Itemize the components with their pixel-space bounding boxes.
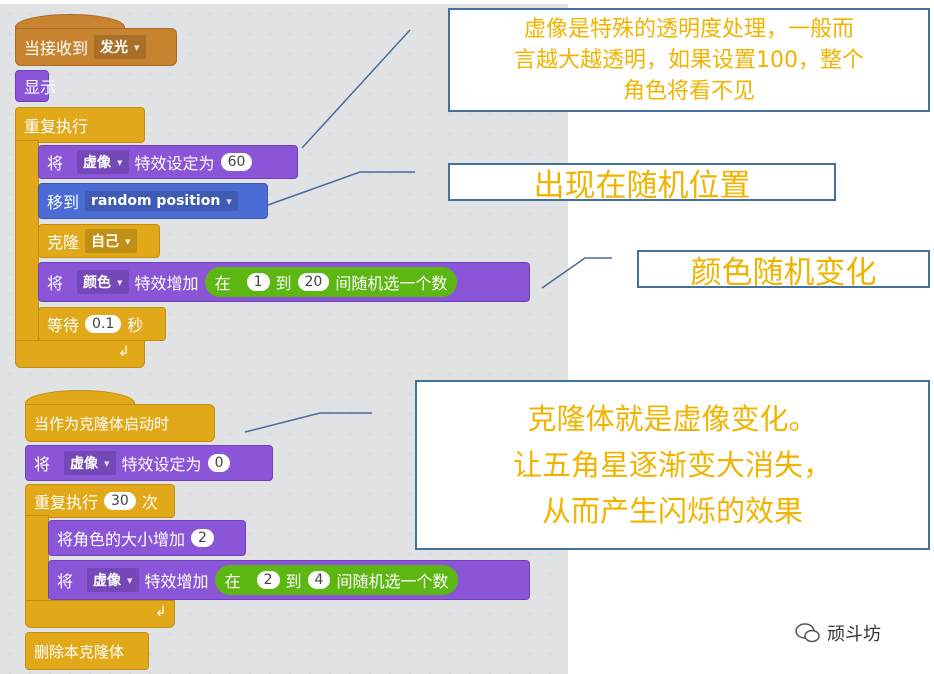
effect-dropdown[interactable]: 虚像	[64, 451, 116, 475]
delete-clone-block[interactable]: 删除本克隆体	[25, 632, 149, 670]
pick-suffix: 间随机选一个数	[335, 274, 448, 293]
change-size-block[interactable]: 将角色的大小增加 2	[48, 520, 246, 556]
connector-line	[541, 257, 612, 289]
callout-random-position: 出现在随机位置	[448, 163, 836, 204]
clone-label: 克隆	[47, 233, 80, 252]
wait-label: 等待	[47, 316, 80, 335]
size-input[interactable]: 2	[191, 529, 214, 547]
callout-line: 从而产生闪烁的效果	[541, 494, 803, 528]
watermark-text: 顽斗坊	[827, 624, 881, 645]
effect-value-input[interactable]: 0	[207, 454, 231, 472]
change-label: 将	[57, 572, 74, 591]
connector-line	[267, 171, 415, 206]
from-input[interactable]: 2	[256, 571, 280, 589]
effect-value-input[interactable]: 60	[220, 153, 253, 171]
callout-color: 颜色随机变化	[637, 250, 930, 291]
repeat-input[interactable]: 30	[104, 492, 136, 510]
change-size-label: 将角色的大小增加	[57, 530, 186, 549]
set-label: 将	[47, 154, 64, 173]
callout-line: 让五角星逐渐变大消失，	[512, 448, 832, 482]
callout-line: 言越大越透明，如果设置100，整个	[514, 47, 864, 73]
set-effect-block[interactable]: 将 虚像 特效设定为 60	[38, 145, 298, 179]
when-receive-label: 当接收到	[24, 39, 89, 58]
callout-line: 角色将看不见	[622, 78, 755, 104]
change-effect-label: 特效增加	[134, 274, 199, 293]
from-input[interactable]: 1	[246, 273, 270, 291]
pick-suffix: 间随机选一个数	[336, 572, 449, 591]
message-dropdown[interactable]: 发光	[94, 35, 146, 59]
when-clone-start-block[interactable]: 当作为克隆体启动时	[25, 404, 215, 442]
connector-line	[244, 412, 372, 433]
loop-arrow-icon: ↲	[155, 604, 167, 620]
pick-random-reporter[interactable]: 在 2 到 4 间随机选一个数	[214, 565, 459, 595]
to-input[interactable]: 4	[307, 571, 331, 589]
show-label: 显示	[24, 78, 57, 97]
to-label: 到	[285, 572, 302, 591]
repeat-arm	[25, 515, 49, 615]
connector-line	[301, 29, 411, 149]
callout-line: 克隆体就是虚像变化。	[527, 402, 818, 436]
repeat-label: 重复执行	[34, 493, 99, 512]
effect-dropdown[interactable]: 虚像	[87, 568, 139, 592]
callout-line: 出现在随机位置	[533, 167, 751, 204]
set-effect-label: 特效设定为	[134, 154, 215, 173]
repeat-block[interactable]: 重复执行 30 次	[25, 484, 175, 518]
effect-dropdown[interactable]: 虚像	[77, 150, 129, 174]
set-effect-label: 特效设定为	[121, 455, 202, 474]
forever-bottom	[15, 340, 145, 368]
callout-clone: 克隆体就是虚像变化。 让五角星逐渐变大消失， 从而产生闪烁的效果	[415, 380, 930, 550]
when-receive-block[interactable]: 当接收到 发光	[15, 28, 177, 66]
effect-dropdown[interactable]: 颜色	[77, 270, 129, 294]
change-effect-block[interactable]: 将 虚像 特效增加 在 2 到 4 间随机选一个数	[48, 560, 530, 600]
loop-arrow-icon: ↲	[118, 344, 130, 360]
to-label: 到	[275, 274, 292, 293]
change-effect-label: 特效增加	[144, 572, 209, 591]
pick-prefix: 在	[224, 572, 241, 591]
to-input[interactable]: 20	[297, 273, 330, 291]
repeat-bottom	[25, 600, 175, 628]
when-clone-start-label: 当作为克隆体启动时	[34, 414, 170, 433]
wait-block[interactable]: 等待 0.1 秒	[38, 307, 166, 341]
change-label: 将	[47, 274, 64, 293]
callout-ghost: 虚像是特殊的透明度处理，一般而 言越大越透明，如果设置100，整个 角色将看不见	[448, 8, 930, 112]
forever-label: 重复执行	[24, 117, 89, 136]
wait-input[interactable]: 0.1	[85, 315, 122, 333]
change-effect-block[interactable]: 将 颜色 特效增加 在 1 到 20 间随机选一个数	[38, 262, 530, 302]
pick-prefix: 在	[214, 274, 231, 293]
watermark: 顽斗坊	[795, 620, 881, 646]
goto-dropdown[interactable]: random position	[85, 191, 238, 211]
wait-unit: 秒	[127, 316, 144, 335]
wechat-icon	[795, 623, 820, 643]
set-label: 将	[34, 455, 51, 474]
clone-dropdown[interactable]: 自己	[85, 229, 137, 253]
repeat-unit: 次	[141, 493, 158, 512]
callout-line: 虚像是特殊的透明度处理，一般而	[523, 16, 854, 42]
clone-block[interactable]: 克隆 自己	[38, 224, 160, 258]
goto-block[interactable]: 移到 random position	[38, 183, 268, 219]
show-block[interactable]: 显示	[15, 70, 56, 102]
pick-random-reporter[interactable]: 在 1 到 20 间随机选一个数	[204, 267, 458, 297]
callout-line: 颜色随机变化	[690, 254, 877, 291]
set-effect-block[interactable]: 将 虚像 特效设定为 0	[25, 445, 273, 481]
goto-label: 移到	[47, 193, 80, 212]
forever-block[interactable]: 重复执行	[15, 107, 145, 143]
delete-clone-label: 删除本克隆体	[34, 642, 125, 661]
